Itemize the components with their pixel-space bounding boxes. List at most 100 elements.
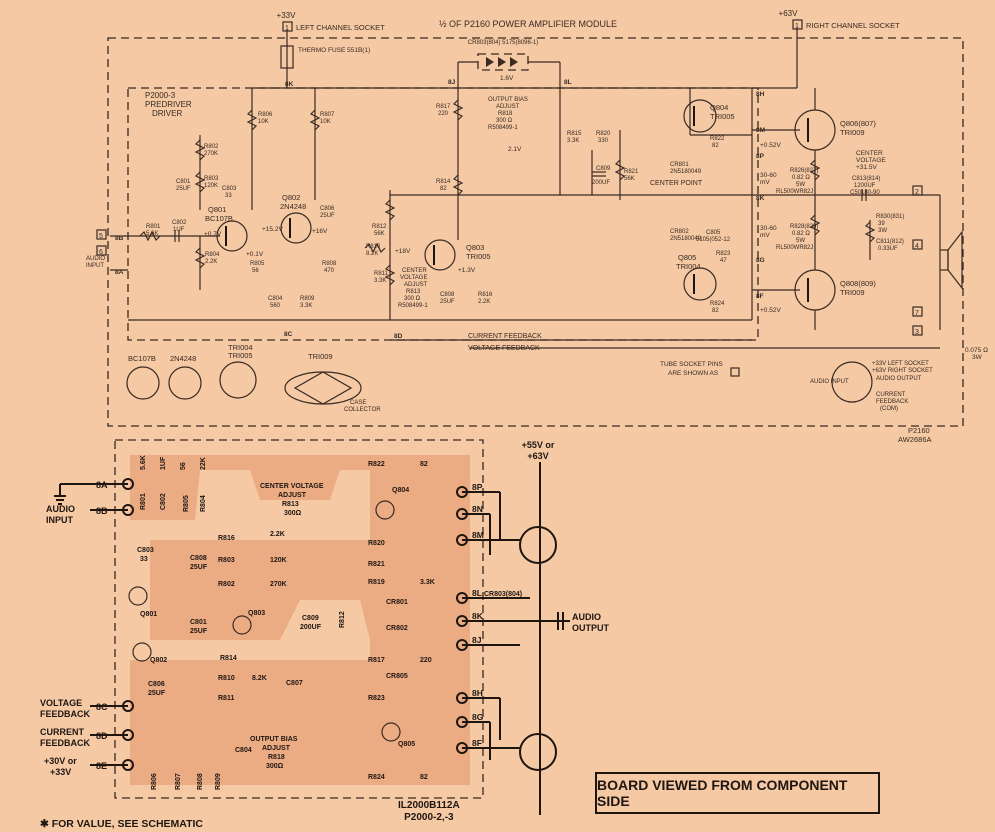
cv-adjust-2: VOLTAGE [400, 275, 427, 281]
board-lbl-8b: 8B [96, 506, 108, 516]
lbl-cr802: CR802 [670, 229, 689, 235]
lbl-c803: C803 [222, 186, 237, 192]
module-id-2: AW2686A [898, 435, 932, 444]
board-audio-output-1: AUDIO [572, 612, 601, 622]
lbl-r828p: RL500WR82J [776, 245, 813, 251]
board-pin-8m [456, 534, 468, 546]
term-6: 6 [99, 249, 103, 256]
term-3: 3 [915, 329, 919, 336]
pin-8h: 8H [756, 91, 765, 98]
pin-8c: 8C [284, 331, 293, 338]
v-q803: +18V [395, 248, 411, 255]
bp-r816v: 2.2K [270, 531, 285, 538]
bias-label-2: ADJUST [496, 104, 520, 110]
lbl-c809v: 200UF [592, 180, 610, 186]
lbl-c803v: 33 [225, 193, 232, 199]
q802-type: 2N4248 [280, 202, 306, 211]
v-upper: +0.52V [760, 142, 781, 149]
term-4: 4 [915, 243, 919, 250]
bp-cv-1: CENTER VOLTAGE [260, 483, 324, 490]
lbl-r804: R804 [205, 252, 220, 258]
lbl-r804v: 2.2K [205, 259, 217, 265]
board-pin-8d [122, 729, 134, 741]
thermo-fuse-label: THERMO FUSE 551B(1) [298, 47, 370, 54]
pin-8k2: 8K [756, 195, 765, 202]
cv-adjust-1: CENTER [402, 268, 427, 274]
right-supply: +63V [779, 9, 799, 18]
v-lower: +0.52V [760, 307, 781, 314]
lbl-r828w: 5W [796, 238, 805, 244]
bp-r816: R816 [218, 535, 235, 542]
lbl-r810v: 8.2K [366, 251, 378, 257]
v-q801: +0.7V [204, 231, 222, 238]
bp-r806: R806 [151, 773, 158, 790]
board-lbl-8j: 8J [472, 635, 482, 645]
q808-symbol [794, 269, 836, 311]
tube-note-2: ARE SHOWN AS [668, 370, 719, 377]
lbl-r807v: 10K [320, 119, 331, 125]
lbl-r812: R812 [372, 224, 387, 230]
socket-s4: AUDIO INPUT [810, 379, 849, 385]
board-lbl-8l: 8L [472, 588, 482, 598]
audio-input-label-1: AUDIO [86, 256, 105, 262]
bp-r823: R823 [368, 695, 385, 702]
bp-r821: R821 [368, 561, 385, 568]
pkg-label-tri004-1: TRI004 [228, 343, 253, 352]
lbl-r816v: 2.2K [478, 299, 490, 305]
bp-ob-1: OUTPUT BIAS [250, 736, 298, 743]
case-collector-2: COLLECTOR [344, 407, 381, 413]
board-audio-input-2: INPUT [46, 515, 74, 525]
q802-symbol [280, 212, 312, 244]
term-2: 2 [915, 189, 919, 196]
lbl-c801v: 25UF [176, 186, 191, 192]
module-title: ½ OF P2160 POWER AMPLIFIER MODULE [439, 19, 617, 29]
pkg-label-bc107b: BC107B [128, 354, 156, 363]
lbl-c802v: 1UF [173, 227, 185, 233]
bp-q803: Q803 [248, 610, 265, 617]
speaker-load-w: 3W [972, 354, 983, 361]
audio-input-label-2: INPUT [86, 263, 104, 269]
bp-c801v: 25UF [190, 628, 208, 635]
center-voltage-1: CENTER [856, 150, 883, 157]
module-id-1: P2160 [908, 426, 930, 435]
bp-c808: C808 [190, 555, 207, 562]
cv-adjust-5: 300 Ω [404, 296, 421, 302]
bp-r811: R811 [218, 695, 234, 702]
cr803-label: CR803(804) 5175(8096-1) [468, 40, 538, 46]
q808-type: TRI009 [840, 288, 865, 297]
current-feedback-label: CURRENT FEEDBACK [468, 333, 542, 340]
right-pin: 1 [795, 23, 799, 30]
bp-r801: 5.6K [140, 455, 147, 470]
socket-s5-1: CURRENT [876, 392, 906, 398]
q805-type: TRI004 [676, 262, 701, 271]
bp-r817: R817 [368, 657, 385, 664]
pin-8d: 8D [394, 333, 403, 340]
q801-type: BC107B [205, 214, 233, 223]
lbl-cr801: CR801 [670, 162, 689, 168]
lbl-c805v: 5105(052-12 [696, 237, 731, 243]
v-bias: 2.1V [508, 146, 522, 153]
bp-r822v: 82 [420, 461, 428, 468]
bp-c801: C801 [190, 619, 207, 626]
bp-cr802: CR802 [386, 625, 408, 632]
lbl-r814: R814 [436, 179, 451, 185]
left-pin: 1 [285, 25, 289, 32]
board-pin-8e [122, 759, 134, 771]
pin-8k: 8K [285, 81, 294, 88]
board-pin-8a [122, 478, 134, 490]
bp-ob-3: R818 [268, 754, 285, 761]
bp-r824: R824 [368, 774, 385, 781]
term-7: 7 [915, 310, 919, 317]
lbl-r801v: 5.6K [146, 231, 158, 237]
q808-ref: Q808(809) [840, 279, 876, 288]
lbl-r817: R817 [436, 104, 451, 110]
board-caption: BOARD VIEWED FROM COMPONENT SIDE [595, 772, 880, 814]
bias-label-5: R508499-1 [488, 125, 518, 131]
pin-8b: 8B [115, 235, 124, 242]
lbl-c801: C801 [176, 179, 191, 185]
lbl-c806v: 25UF [320, 213, 335, 219]
lbl-r805: R805 [250, 261, 265, 267]
lbl-r807: R807 [320, 112, 335, 118]
lbl-c802: C802 [172, 220, 187, 226]
